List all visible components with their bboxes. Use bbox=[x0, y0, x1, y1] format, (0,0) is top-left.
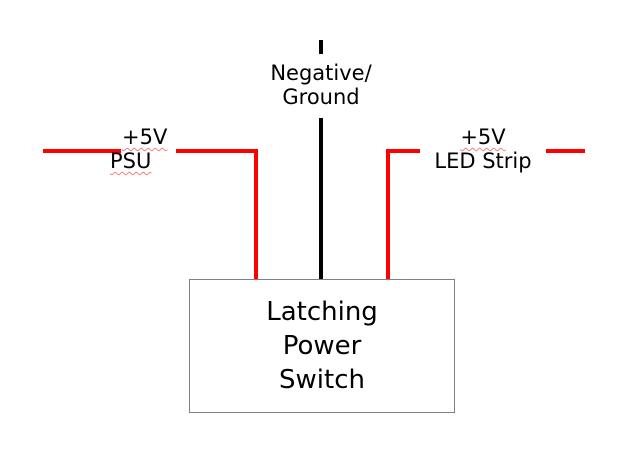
switch-label-line1: Latching bbox=[266, 297, 378, 327]
led-voltage: +5V bbox=[460, 125, 506, 149]
psu-name: PSU bbox=[110, 149, 152, 173]
switch-label-line2: Power bbox=[282, 331, 362, 361]
led-positive-wire bbox=[386, 149, 420, 279]
psu-label: +5V PSU bbox=[110, 125, 186, 173]
led-name: LED Strip bbox=[434, 149, 532, 173]
psu-positive-wire bbox=[176, 149, 258, 279]
latching-power-switch-box: Latching Power Switch bbox=[189, 279, 455, 413]
psu-voltage: +5V bbox=[122, 125, 168, 149]
ground-label: Negative/ Ground bbox=[250, 61, 392, 109]
ground-label-line1: Negative/ bbox=[270, 61, 372, 85]
ground-label-line2: Ground bbox=[282, 85, 360, 109]
switch-label-line3: Switch bbox=[279, 365, 365, 395]
led-label: +5V LED Strip bbox=[420, 125, 546, 173]
